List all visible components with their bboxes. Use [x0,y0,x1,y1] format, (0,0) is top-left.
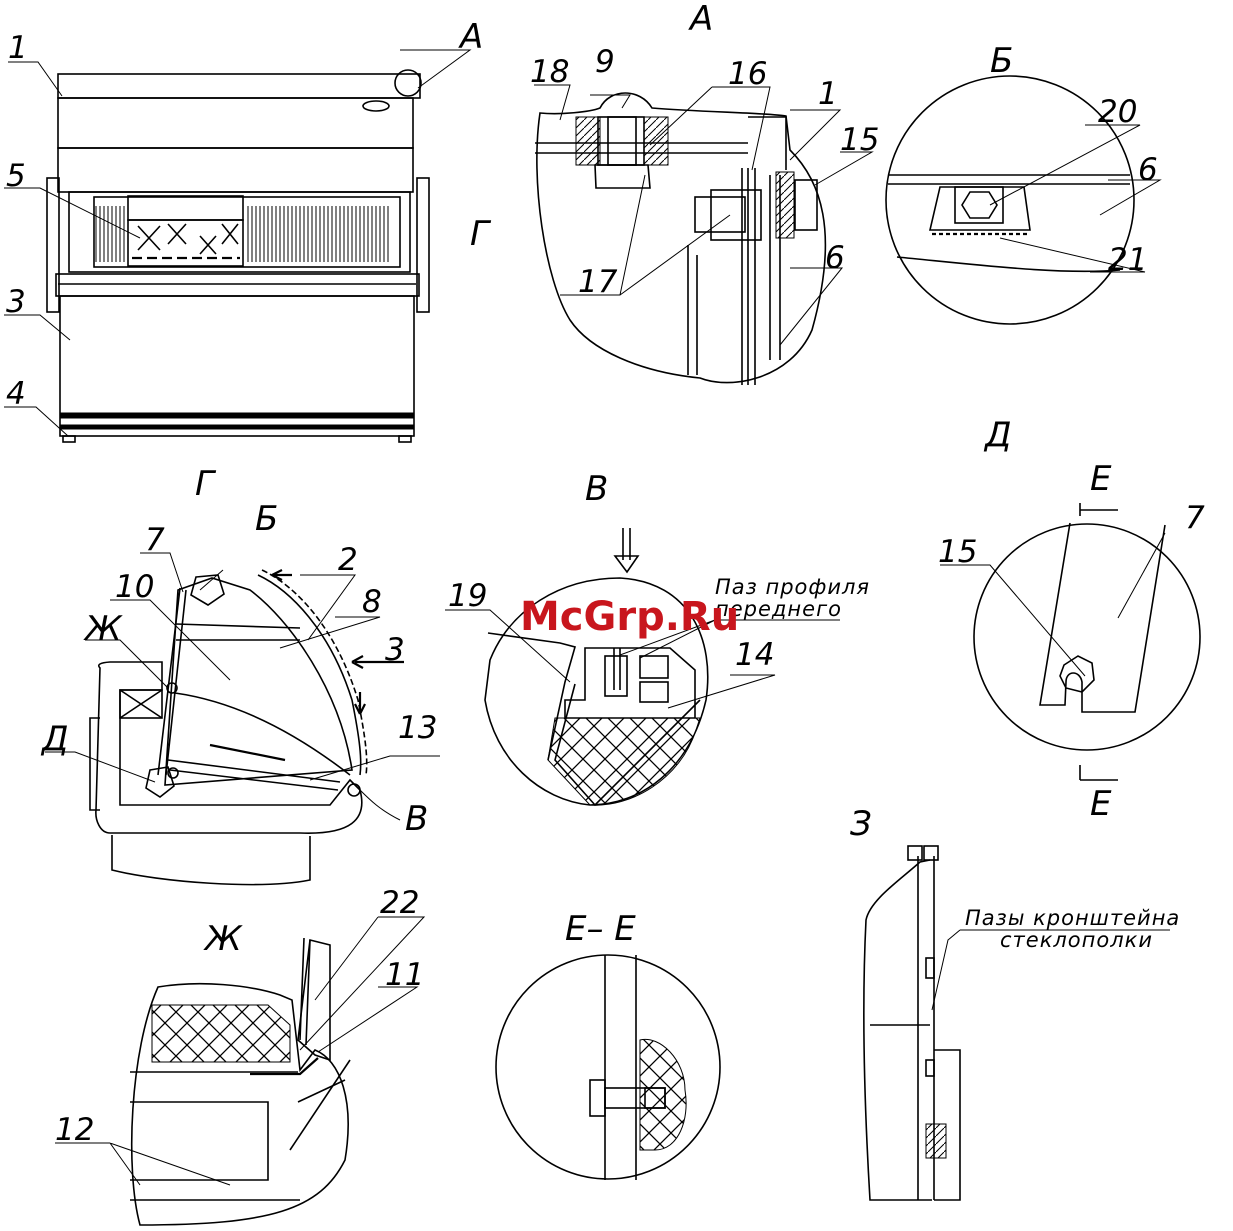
callout-11: 11 [385,957,424,993]
callout-9: 9 [595,44,615,80]
callout-14: 14 [735,637,774,673]
callout-6: 6 [825,240,845,276]
callout-12: 12 [55,1112,94,1148]
callout-5: 5 [6,158,26,194]
view-B-detail [886,76,1134,324]
callout-7b: 7 [1185,500,1205,536]
callout-15b: 15 [938,534,977,570]
callout-2: 2 [338,542,358,578]
callout-Zh: Ж [83,609,123,649]
callout-G: Г [470,214,492,254]
callout-13: 13 [398,710,437,746]
note-bracket-1: Пазы кронштейна [965,906,1180,930]
watermark: McGrp.Ru [520,594,739,640]
callout-10: 10 [115,569,154,605]
callout-18: 18 [530,54,569,90]
view-A-detail [535,93,825,385]
view-label-EE: Е– Е [565,909,636,949]
view-Zh-detail [130,938,350,1225]
notes: Паз профиля переднего Пазы кронштейна ст… [715,575,1180,952]
front-view [47,70,429,442]
callout-A: А [458,17,483,57]
callout-1b: 1 [818,76,838,112]
view-label-E-top: Е [1090,459,1112,499]
callout-16: 16 [728,56,767,92]
view-label-A: А [688,0,713,39]
callout-1: 1 [8,30,28,66]
view-label-Z: З [850,804,872,844]
view-D-detail [974,503,1200,780]
view-label-V: В [585,469,608,509]
callout-19: 19 [448,578,487,614]
view-Z-detail [864,846,960,1200]
callout-15: 15 [840,122,879,158]
view-label-Zh: Ж [203,919,243,959]
callout-V: В [405,799,428,839]
callout-6b: 6 [1138,152,1158,188]
note-bracket-2: стеклополки [1000,928,1153,952]
view-label-E-bottom: Е [1090,784,1112,824]
callout-20: 20 [1098,94,1137,130]
callout-B: Б [255,499,278,539]
view-label-G: Г [195,464,217,504]
view-V-detail [485,528,708,805]
callout-17: 17 [578,264,618,300]
callout-21: 21 [1108,242,1147,278]
view-label-B: Б [990,41,1013,81]
callout-3: 3 [6,284,26,320]
callout-D: Д [40,719,69,759]
callout-22: 22 [380,885,419,921]
callout-4: 4 [6,376,26,412]
view-label-D: Д [983,415,1012,455]
callout-8: 8 [362,584,382,620]
callout-3b: 3 [385,632,405,668]
callout-7: 7 [145,522,165,558]
view-EE-section [496,955,720,1180]
